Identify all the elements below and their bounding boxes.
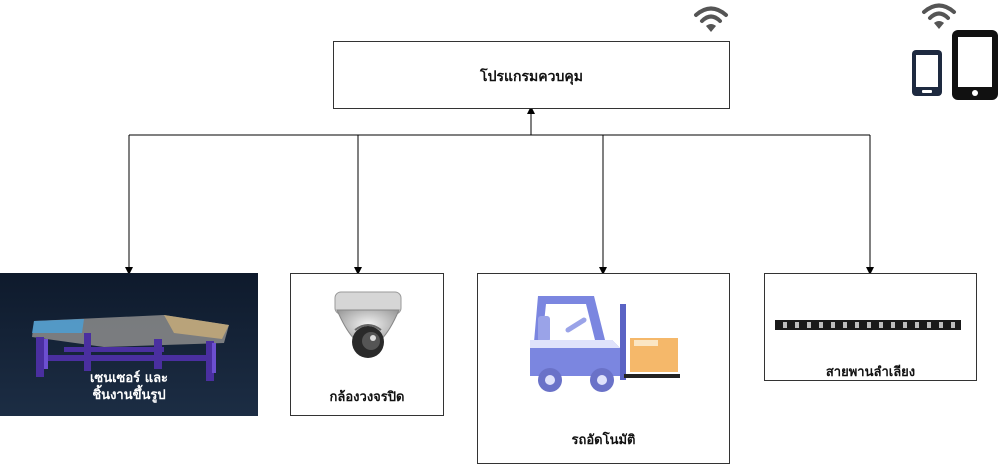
control-program-box[interactable]: โปรแกรมควบคุม	[333, 41, 730, 109]
agv-box[interactable]: รถอัดโนมัติ	[477, 273, 730, 464]
control-program-label: โปรแกรมควบคุม	[480, 69, 583, 85]
phone-icon	[912, 50, 942, 96]
tablet-icon	[952, 30, 998, 100]
forklift-icon	[530, 296, 680, 392]
sensor-box[interactable]: เซนเซอร์ และ ชิ้นงานขึ้นรูป	[0, 273, 258, 416]
conveyor-box[interactable]: สายพานลำเลียง	[764, 273, 977, 381]
camera-icon	[334, 291, 402, 358]
sensor-label-line2: ชิ้นงานขึ้นรูป	[92, 388, 166, 403]
wifi-icon	[694, 6, 728, 32]
cctv-box[interactable]: กล้องวงจรปิด	[290, 273, 444, 416]
cctv-label: กล้องวงจรปิด	[329, 390, 405, 405]
agv-label: รถอัดโนมัติ	[571, 433, 636, 448]
sensor-label-line1: เซนเซอร์ และ	[89, 371, 169, 386]
conveyor-icon	[775, 320, 961, 330]
sensor-machine-icon	[32, 315, 229, 381]
conveyor-label: สายพานลำเลียง	[825, 365, 916, 380]
wifi-icon	[922, 3, 956, 29]
